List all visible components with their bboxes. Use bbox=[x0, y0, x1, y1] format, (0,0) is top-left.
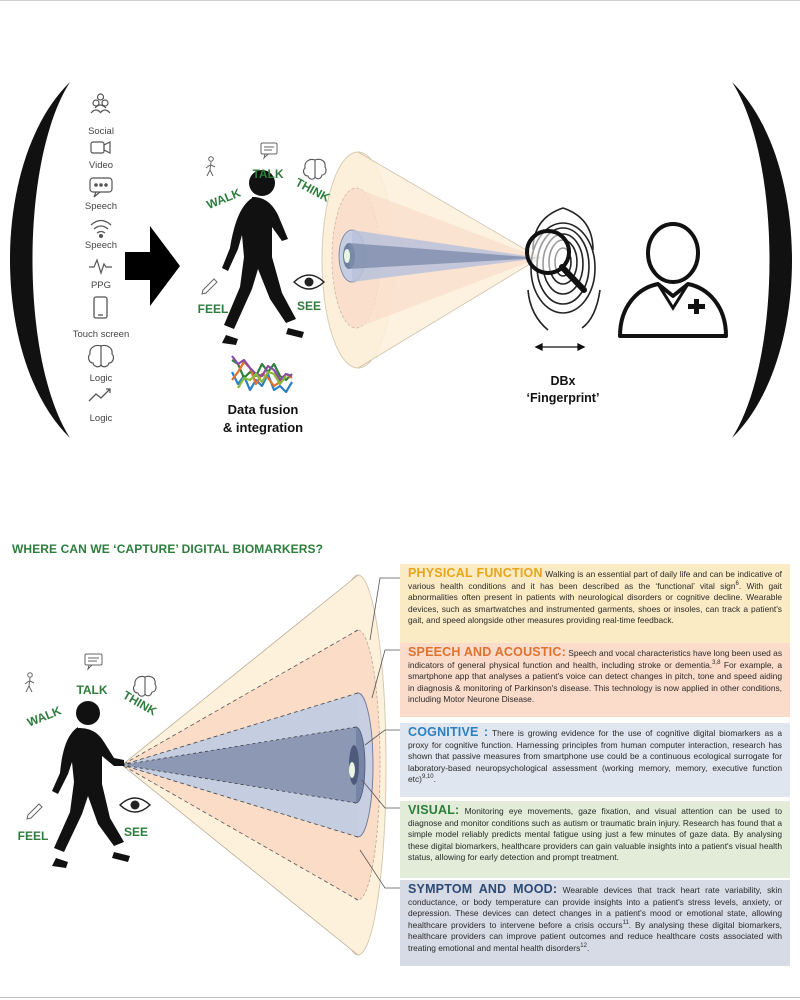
panel-heading: VISUAL: bbox=[408, 803, 460, 817]
reference-marker: 6 bbox=[735, 580, 739, 587]
panel-text: There is growing evidence for the use of… bbox=[408, 728, 782, 785]
trend-icon bbox=[88, 388, 111, 402]
cognitive-panel: COGNITIVE : There is growing evidence fo… bbox=[400, 723, 790, 797]
chat-icon bbox=[84, 653, 103, 671]
source-label: Social bbox=[88, 126, 114, 137]
panel-text-continued: . bbox=[433, 774, 436, 785]
panel-text-end: . bbox=[586, 942, 590, 953]
talk-label: TALK bbox=[76, 683, 107, 697]
social-icon bbox=[90, 93, 111, 114]
feel-label: FEEL bbox=[198, 302, 229, 316]
bottom-border bbox=[0, 997, 800, 998]
ppg-icon bbox=[89, 258, 112, 275]
pencil-icon bbox=[26, 803, 43, 820]
feel-label: FEEL bbox=[18, 829, 49, 843]
top-diagram: Social Video Speech Speech PPG Touch scr… bbox=[10, 82, 792, 438]
reference-marker: 12 bbox=[580, 943, 587, 950]
connector-lines bbox=[359, 577, 400, 889]
panel-text: Speech and vocal characteristics have lo… bbox=[408, 648, 783, 670]
walk-icon bbox=[205, 156, 216, 177]
fusion-label-line2: & integration bbox=[223, 420, 303, 435]
think-label: THINK bbox=[120, 688, 159, 719]
chat-icon bbox=[260, 142, 278, 160]
walking-person-icon bbox=[52, 701, 130, 868]
reference-marker: 11 bbox=[622, 919, 629, 926]
data-fusion-graphic bbox=[231, 355, 293, 394]
talk-label: TALK bbox=[252, 167, 283, 181]
doctor-icon bbox=[618, 222, 728, 338]
section-title: WHERE CAN WE ‘CAPTURE’ DIGITAL BIOMARKER… bbox=[12, 542, 324, 556]
magnifier-icon bbox=[525, 229, 587, 293]
walk-label: WALK bbox=[205, 186, 243, 212]
reference-marker: 9,10 bbox=[421, 774, 434, 781]
walking-person-icon bbox=[222, 170, 304, 345]
panel-text-continued: . By analysing these digital biomarkers,… bbox=[408, 919, 782, 953]
panel-text: Monitoring eye movements, gaze fixation,… bbox=[408, 806, 782, 863]
panel-text-continued: For example, a smartphone app that analy… bbox=[408, 659, 782, 705]
panel-heading: SYMPTOM AND MOOD: bbox=[408, 882, 558, 896]
fusion-label-line1: Data fusion bbox=[228, 402, 299, 417]
speech-acoustic-panel: SPEECH AND ACOUSTIC: Speech and vocal ch… bbox=[400, 643, 790, 717]
pencil-icon bbox=[201, 278, 218, 295]
dbx-label-line2: ‘Fingerprint’ bbox=[527, 391, 600, 405]
right-bracket bbox=[732, 82, 792, 438]
source-label: Touch screen bbox=[73, 329, 130, 340]
brain-icon bbox=[303, 158, 327, 180]
wireless-icon bbox=[90, 219, 112, 239]
top-border bbox=[0, 0, 800, 1]
panel-text: Walking is an essential part of daily li… bbox=[408, 569, 782, 591]
capture-cone bbox=[321, 151, 541, 369]
visual-panel: VISUAL: Monitoring eye movements, gaze f… bbox=[400, 801, 790, 878]
capture-cone-large bbox=[121, 574, 387, 956]
source-label: PPG bbox=[91, 280, 111, 291]
panel-heading: SPEECH AND ACOUSTIC: bbox=[408, 645, 566, 659]
source-label: Speech bbox=[85, 201, 117, 212]
see-label: SEE bbox=[297, 299, 321, 313]
panel-heading: COGNITIVE : bbox=[408, 725, 489, 739]
dbx-label-line1: DBx bbox=[550, 374, 575, 388]
reference-marker: 3,8 bbox=[712, 659, 721, 666]
double-arrow-icon bbox=[534, 342, 586, 352]
eye-icon bbox=[292, 274, 326, 290]
speech-bubble-icon bbox=[89, 177, 113, 198]
panel-heading: PHYSICAL FUNCTION bbox=[408, 566, 543, 580]
see-label: SEE bbox=[124, 825, 148, 839]
source-label: Video bbox=[89, 160, 113, 171]
symptom-mood-panel: SYMPTOM AND MOOD: Wearable devices that … bbox=[400, 880, 790, 966]
left-bracket bbox=[10, 82, 70, 438]
video-icon bbox=[90, 141, 111, 154]
source-label: Logic bbox=[90, 373, 113, 384]
arrow-right-icon bbox=[125, 226, 180, 306]
phone-icon bbox=[93, 296, 108, 319]
source-label: Logic bbox=[90, 413, 113, 424]
brain-icon bbox=[87, 344, 115, 368]
panel-text-continued: . With gait abnormalities often present … bbox=[408, 580, 782, 626]
panel-text: Wearable devices that track heart rate v… bbox=[408, 885, 782, 930]
walk-icon bbox=[24, 672, 35, 693]
walk-label: WALK bbox=[25, 703, 63, 729]
source-label: Speech bbox=[85, 240, 117, 251]
eye-icon bbox=[118, 797, 152, 813]
brain-icon bbox=[133, 675, 157, 697]
